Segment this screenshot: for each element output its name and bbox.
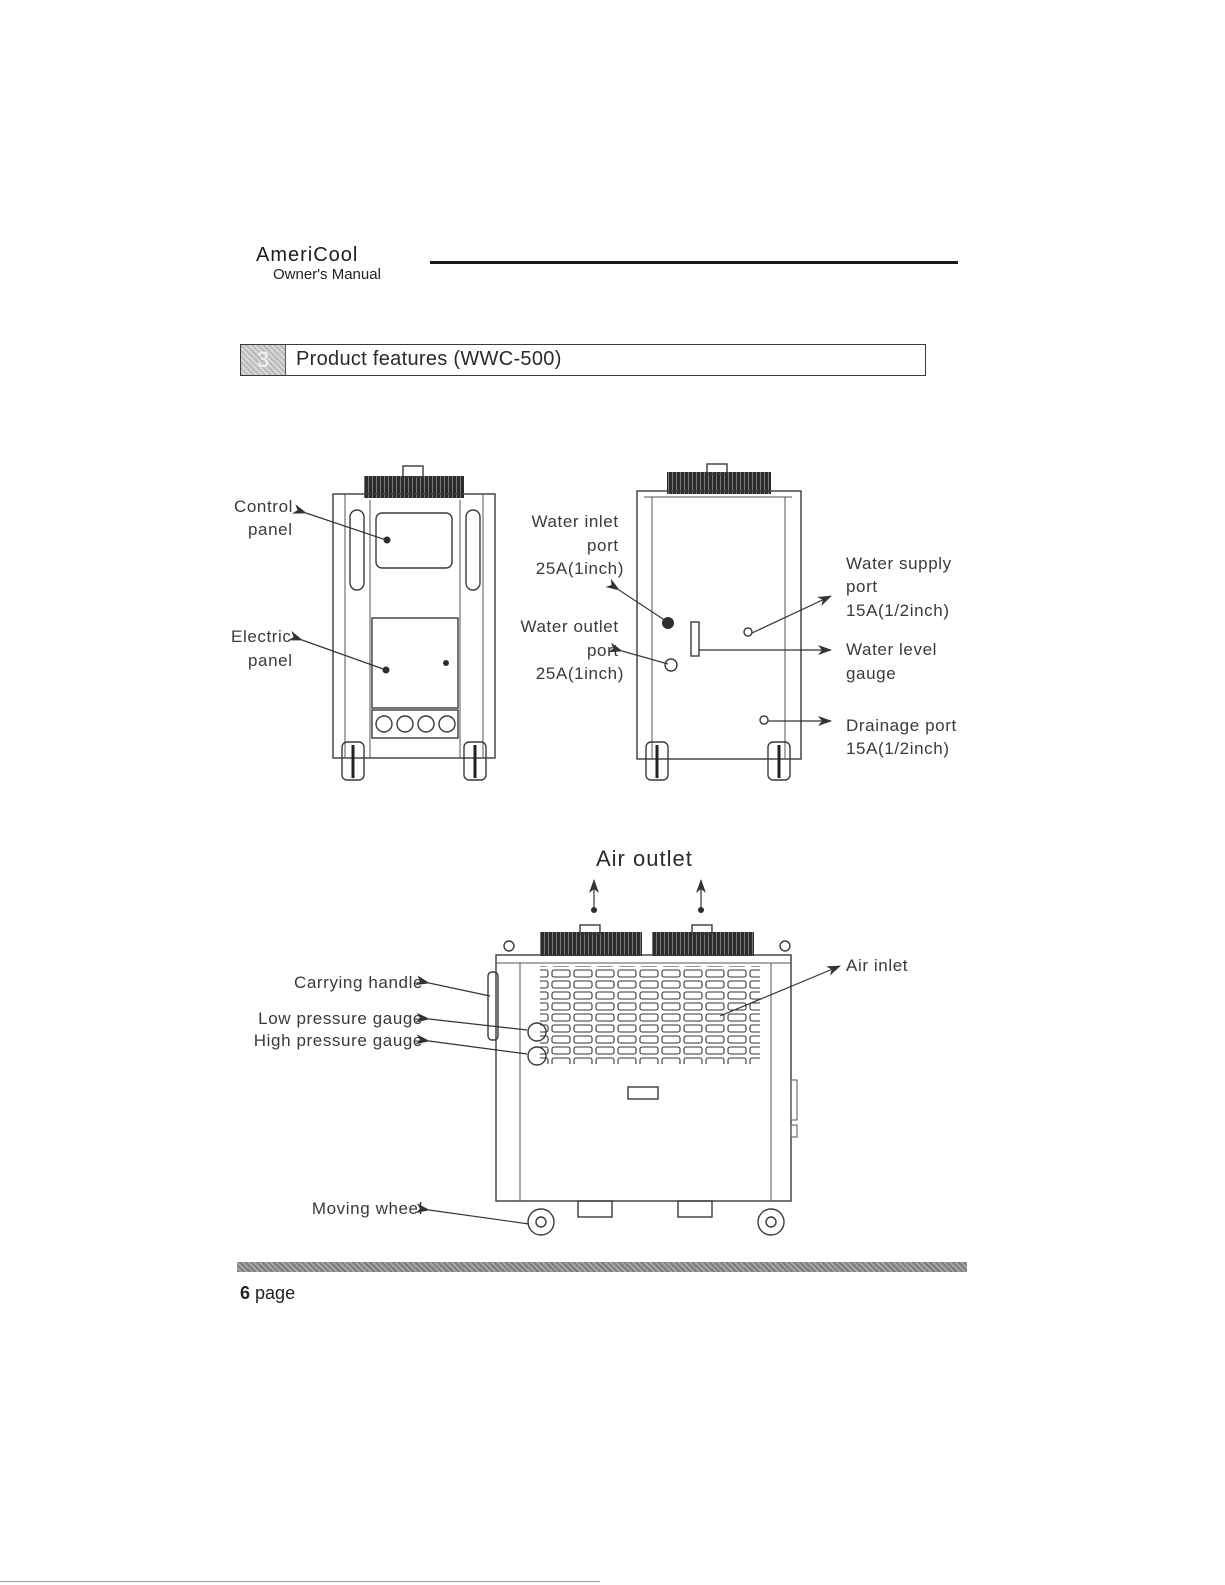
label-water-level: Water level gauge: [846, 640, 942, 683]
label-air-outlet: Air outlet: [596, 846, 693, 871]
section-number: 3: [241, 345, 286, 375]
low-pressure-gauge: [527, 1022, 547, 1042]
label-water-inlet: Water inlet port 25A(1inch): [531, 512, 624, 578]
section-title: Product features (WWC-500): [296, 348, 562, 370]
brand-header: AmeriCool Owner's Manual: [256, 244, 381, 284]
page-word: page: [255, 1283, 296, 1303]
brand-subtitle: Owner's Manual: [273, 266, 381, 283]
side-view-unit: [487, 924, 798, 1236]
label-air-inlet: Air inlet: [846, 956, 908, 975]
bottom-edge-line: [0, 1581, 600, 1582]
rear-view-unit: [636, 463, 802, 781]
label-low-pressure: Low pressure gauge: [258, 1009, 423, 1028]
label-drainage-port: Drainage port 15A(1/2inch): [846, 716, 962, 758]
brand-name: AmeriCool: [256, 244, 359, 266]
front-fan-top: [364, 476, 464, 498]
air-inlet-grille: [540, 966, 760, 1064]
header-rule: [430, 261, 958, 264]
label-carrying-handle: Carrying handle: [294, 973, 423, 992]
label-control-panel: Control panel: [234, 497, 298, 539]
label-moving-wheel: Moving wheel: [312, 1199, 423, 1218]
front-view-unit: [332, 465, 496, 781]
footer-bar: [237, 1262, 967, 1272]
label-water-outlet: Water outlet port 25A(1inch): [520, 617, 624, 683]
high-pressure-gauge: [527, 1046, 547, 1066]
control-panel-box: [375, 512, 453, 569]
section-heading: 3 Product features (WWC-500): [240, 344, 926, 376]
label-electric-panel: Electric panel: [231, 627, 297, 670]
label-water-supply: Water supply port 15A(1/2inch): [846, 554, 957, 620]
page-number-value: 6: [240, 1283, 251, 1303]
electric-panel-box: [371, 617, 459, 709]
page-number: 6 page: [240, 1283, 295, 1304]
front-sockets: [375, 715, 456, 733]
label-high-pressure: High pressure gauge: [254, 1031, 423, 1050]
